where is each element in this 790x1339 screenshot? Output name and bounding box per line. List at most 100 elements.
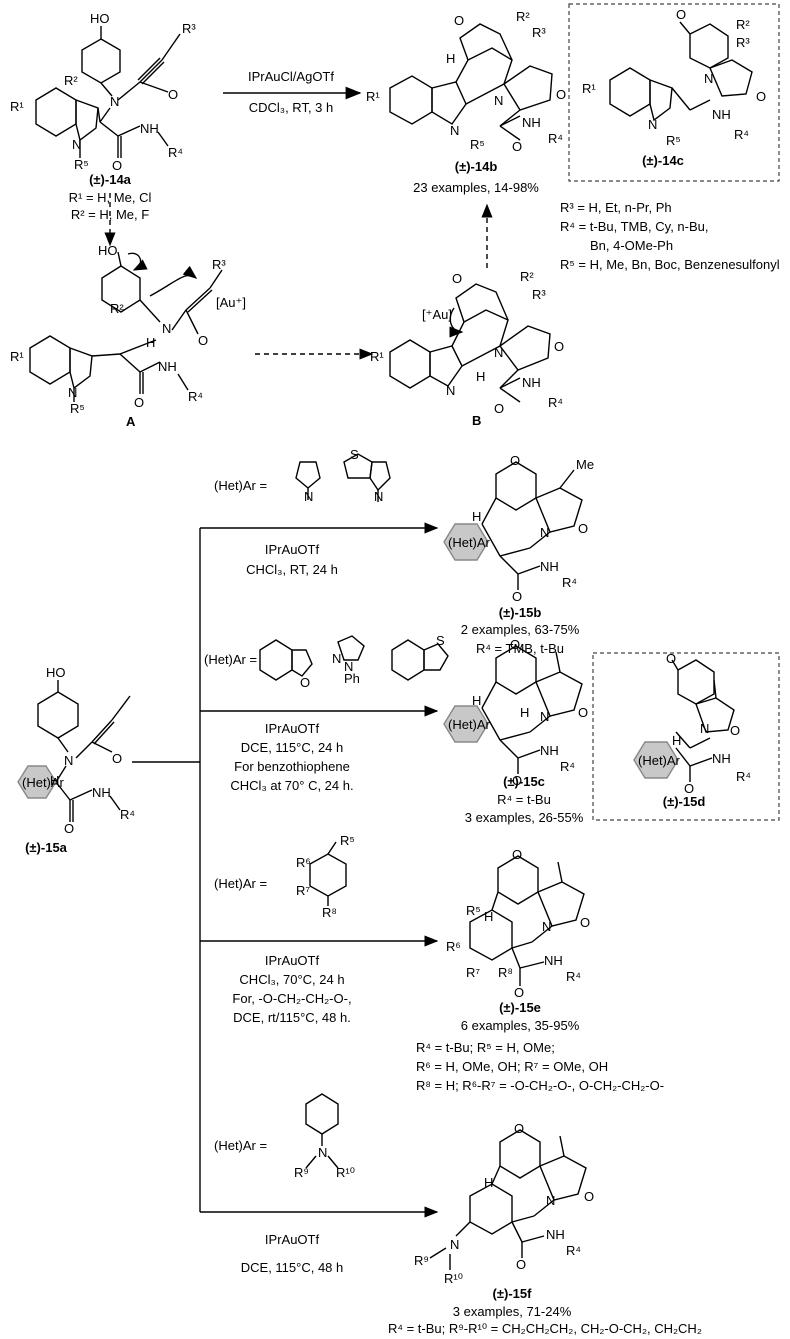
atom-label: R⁶ [296, 855, 311, 870]
atom-label: O [198, 333, 209, 348]
atom-label: R¹ [370, 349, 384, 364]
atom-label: O [584, 1189, 595, 1204]
r4-definition-cont: Bn, 4-OMe-Ph [590, 238, 674, 253]
catalyst-branch3: IPrAuOTf [264, 953, 320, 968]
atom-label: N [64, 753, 74, 768]
atom-label: N [648, 117, 658, 132]
r4-15b: R⁴ = TMB, t-Bu [475, 641, 565, 656]
atom-label: R¹ [10, 349, 24, 364]
conditions-branch3-note: For, -O-CH₂-CH₂-O-, [232, 991, 352, 1006]
atom-label: NH [522, 375, 541, 390]
atom-label: N [68, 385, 78, 400]
atom-label: O [134, 395, 145, 410]
atom-label: R⁷ [466, 965, 481, 980]
atom-label: H [484, 1175, 494, 1190]
pyrazole-icon [337, 635, 365, 661]
benzothiophene-icon [391, 639, 449, 681]
atom-label: R⁴ [560, 759, 575, 774]
compound-label-14a: (±)-14a [89, 172, 131, 187]
atom-label: R⁹ [294, 1165, 309, 1180]
atom-label: (Het)Ar [448, 717, 490, 732]
atom-label: NH [544, 953, 563, 968]
atom-label: H [476, 369, 486, 384]
atom-label: H [484, 909, 494, 924]
atom-label: N [374, 489, 384, 504]
atom-label: R⁵ [70, 401, 85, 416]
atom-label: R⁴ [566, 1243, 581, 1258]
atom-label: Ph [344, 671, 360, 686]
atom-label: NH [712, 107, 731, 122]
reagent-top: IPrAuCl/AgOTf [248, 69, 334, 84]
atom-label: N [304, 489, 314, 504]
structure-15d [671, 659, 735, 782]
examples-15f: 3 examples, 71-24% [452, 1304, 572, 1319]
r2-definition: R² = H, Me, F [70, 207, 150, 222]
structure-15c [481, 645, 583, 774]
intermediate-label-A: A [126, 414, 136, 429]
atom-label: H [672, 733, 682, 748]
intermediate-label-B: B [472, 413, 482, 428]
atom-label: R² [110, 301, 124, 316]
atom-label: N [72, 137, 82, 152]
atom-label: R⁴ [734, 127, 749, 142]
structure-15a [37, 680, 131, 822]
atom-label: R³ [182, 21, 196, 36]
atom-label: R⁵ [466, 903, 481, 918]
atom-label: R³ [532, 287, 546, 302]
conditions-branch1: CHCl₃, RT, 24 h [246, 562, 338, 577]
atom-label: R⁴ [548, 131, 563, 146]
atom-label: O [168, 87, 179, 102]
atom-label: O [578, 521, 589, 536]
r4-definition: R⁴ = t-Bu, TMB, Cy, n-Bu, [560, 219, 709, 234]
atom-label: O [512, 773, 523, 788]
atom-label: R⁵ [340, 833, 355, 848]
atom-label: H [50, 773, 60, 788]
atom-label: H [472, 509, 482, 524]
atom-label: R² [64, 73, 78, 88]
atom-label: N [162, 321, 172, 336]
atom-label: R¹⁰ [444, 1271, 463, 1286]
atom-label: O [580, 915, 591, 930]
atom-label: H [472, 693, 482, 708]
atom-label: R¹ [582, 81, 596, 96]
hetar-hexagon-15d [633, 741, 679, 779]
atom-label: H [520, 705, 530, 720]
atom-label: R¹ [10, 99, 24, 114]
conditions-branch4: DCE, 115°C, 48 h [240, 1260, 344, 1275]
atom-label: O [510, 637, 521, 652]
atom-label: N [344, 659, 354, 674]
atom-label: O [556, 87, 567, 102]
atom-label: N [450, 1237, 460, 1252]
atom-label: NH [540, 743, 559, 758]
examples-15b: 2 examples, 63-75% [460, 622, 580, 637]
atom-label: HO [90, 11, 110, 26]
r5-definition: R⁵ = H, Me, Bn, Boc, Benzenesulfonyl [560, 257, 780, 272]
atom-label: O [676, 7, 687, 22]
compound-label-14b: (±)-14b [454, 159, 498, 174]
atom-label: R¹ [366, 89, 380, 104]
atom-label: NH [546, 1227, 565, 1242]
atom-label: [⁺Au] [422, 307, 452, 322]
atom-label: O [516, 1257, 527, 1272]
atom-label: O [554, 339, 565, 354]
atom-label: N [704, 71, 714, 86]
atom-label: N [450, 123, 460, 138]
atom-label: (Het)Ar [638, 753, 680, 768]
atom-label: O [454, 13, 465, 28]
side-product-box-14c [568, 3, 780, 182]
atom-label: O [300, 675, 311, 690]
structure-B [389, 283, 551, 403]
structure-15f [429, 1129, 587, 1270]
examples-15e: 6 examples, 35-95% [460, 1018, 580, 1033]
atom-label: NH [712, 751, 731, 766]
atom-label: R⁴ [566, 969, 581, 984]
hetar-hexagon-15b [443, 523, 489, 561]
substituents-15e-3: R⁸ = H; R⁶-R⁷ = -O-CH₂-O-, O-CH₂-CH₂-O- [416, 1078, 665, 1093]
atom-label: S [436, 633, 445, 648]
atom-label: S [350, 447, 359, 462]
atom-label: O [112, 751, 123, 766]
atom-label: O [514, 1121, 525, 1136]
hetar-hexagon-15a [17, 765, 57, 799]
atom-label: R⁴ [548, 395, 563, 410]
